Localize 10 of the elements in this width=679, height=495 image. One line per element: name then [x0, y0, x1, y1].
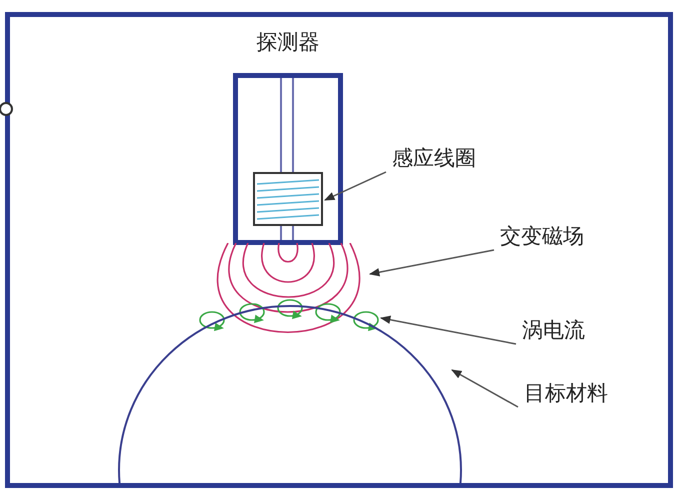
- leader-line: [324, 171, 386, 201]
- callout-label: 交变磁场: [500, 224, 584, 250]
- leader-line: [368, 249, 494, 276]
- leader-line: [380, 316, 516, 345]
- probe-title: 探测器: [256, 30, 320, 56]
- callout-label: 涡电流: [522, 318, 585, 344]
- callout-label: 目标材料: [524, 381, 608, 406]
- coil-winding: [253, 172, 323, 226]
- leader-line: [451, 369, 518, 408]
- callout-label: 感应线圈: [392, 146, 476, 172]
